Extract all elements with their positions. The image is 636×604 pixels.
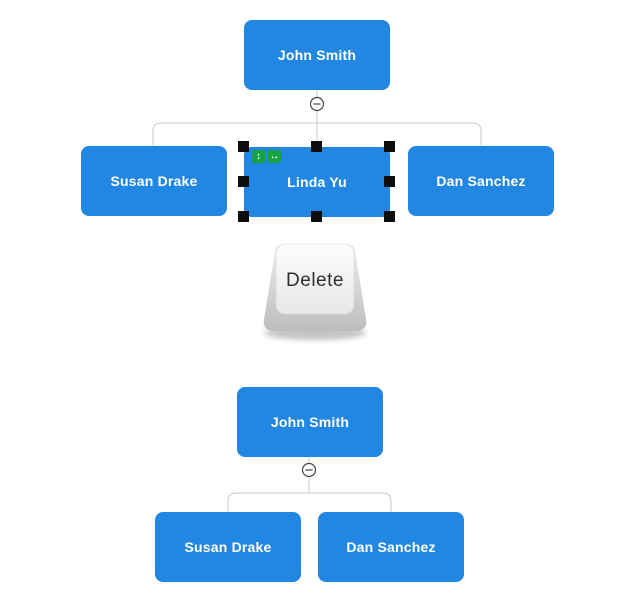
selection-handle-e[interactable] xyxy=(384,176,395,187)
collapse-button[interactable] xyxy=(301,462,317,478)
node-label: Dan Sanchez xyxy=(346,539,436,555)
collapse-button[interactable] xyxy=(309,96,325,112)
resize-vertical-icon[interactable]: ↕ xyxy=(252,150,265,163)
node-label: Linda Yu xyxy=(287,174,347,190)
selection-handle-se[interactable] xyxy=(384,211,395,222)
selection-handle-n[interactable] xyxy=(311,141,322,152)
selection-handle-nw[interactable] xyxy=(238,141,249,152)
key-top-face xyxy=(275,243,355,315)
delete-key-label: Delete xyxy=(286,270,344,291)
selection-handle-sw[interactable] xyxy=(238,211,249,222)
org-node-susan-drake-before[interactable]: Susan Drake xyxy=(81,146,227,216)
node-label: John Smith xyxy=(270,414,350,430)
node-label: Dan Sanchez xyxy=(436,173,526,189)
node-label: John Smith xyxy=(277,47,357,63)
org-node-susan-drake-after[interactable]: Susan Drake xyxy=(155,512,301,582)
resize-horizontal-icon[interactable]: ↔ xyxy=(268,150,281,163)
selection-handle-s[interactable] xyxy=(311,211,322,222)
selection-handle-ne[interactable] xyxy=(384,141,395,152)
org-node-dan-sanchez-after[interactable]: Dan Sanchez xyxy=(318,512,464,582)
selection-handle-w[interactable] xyxy=(238,176,249,187)
node-label: Susan Drake xyxy=(110,173,198,189)
delete-key-illustration: Delete xyxy=(263,243,367,340)
org-node-dan-sanchez-before[interactable]: Dan Sanchez xyxy=(408,146,554,216)
connector xyxy=(227,492,392,512)
org-node-linda-yu-selected[interactable]: Linda Yu xyxy=(244,147,390,217)
node-label: Susan Drake xyxy=(184,539,272,555)
org-node-john-smith-before[interactable]: John Smith xyxy=(244,20,390,90)
org-node-john-smith-after[interactable]: John Smith xyxy=(237,387,383,457)
